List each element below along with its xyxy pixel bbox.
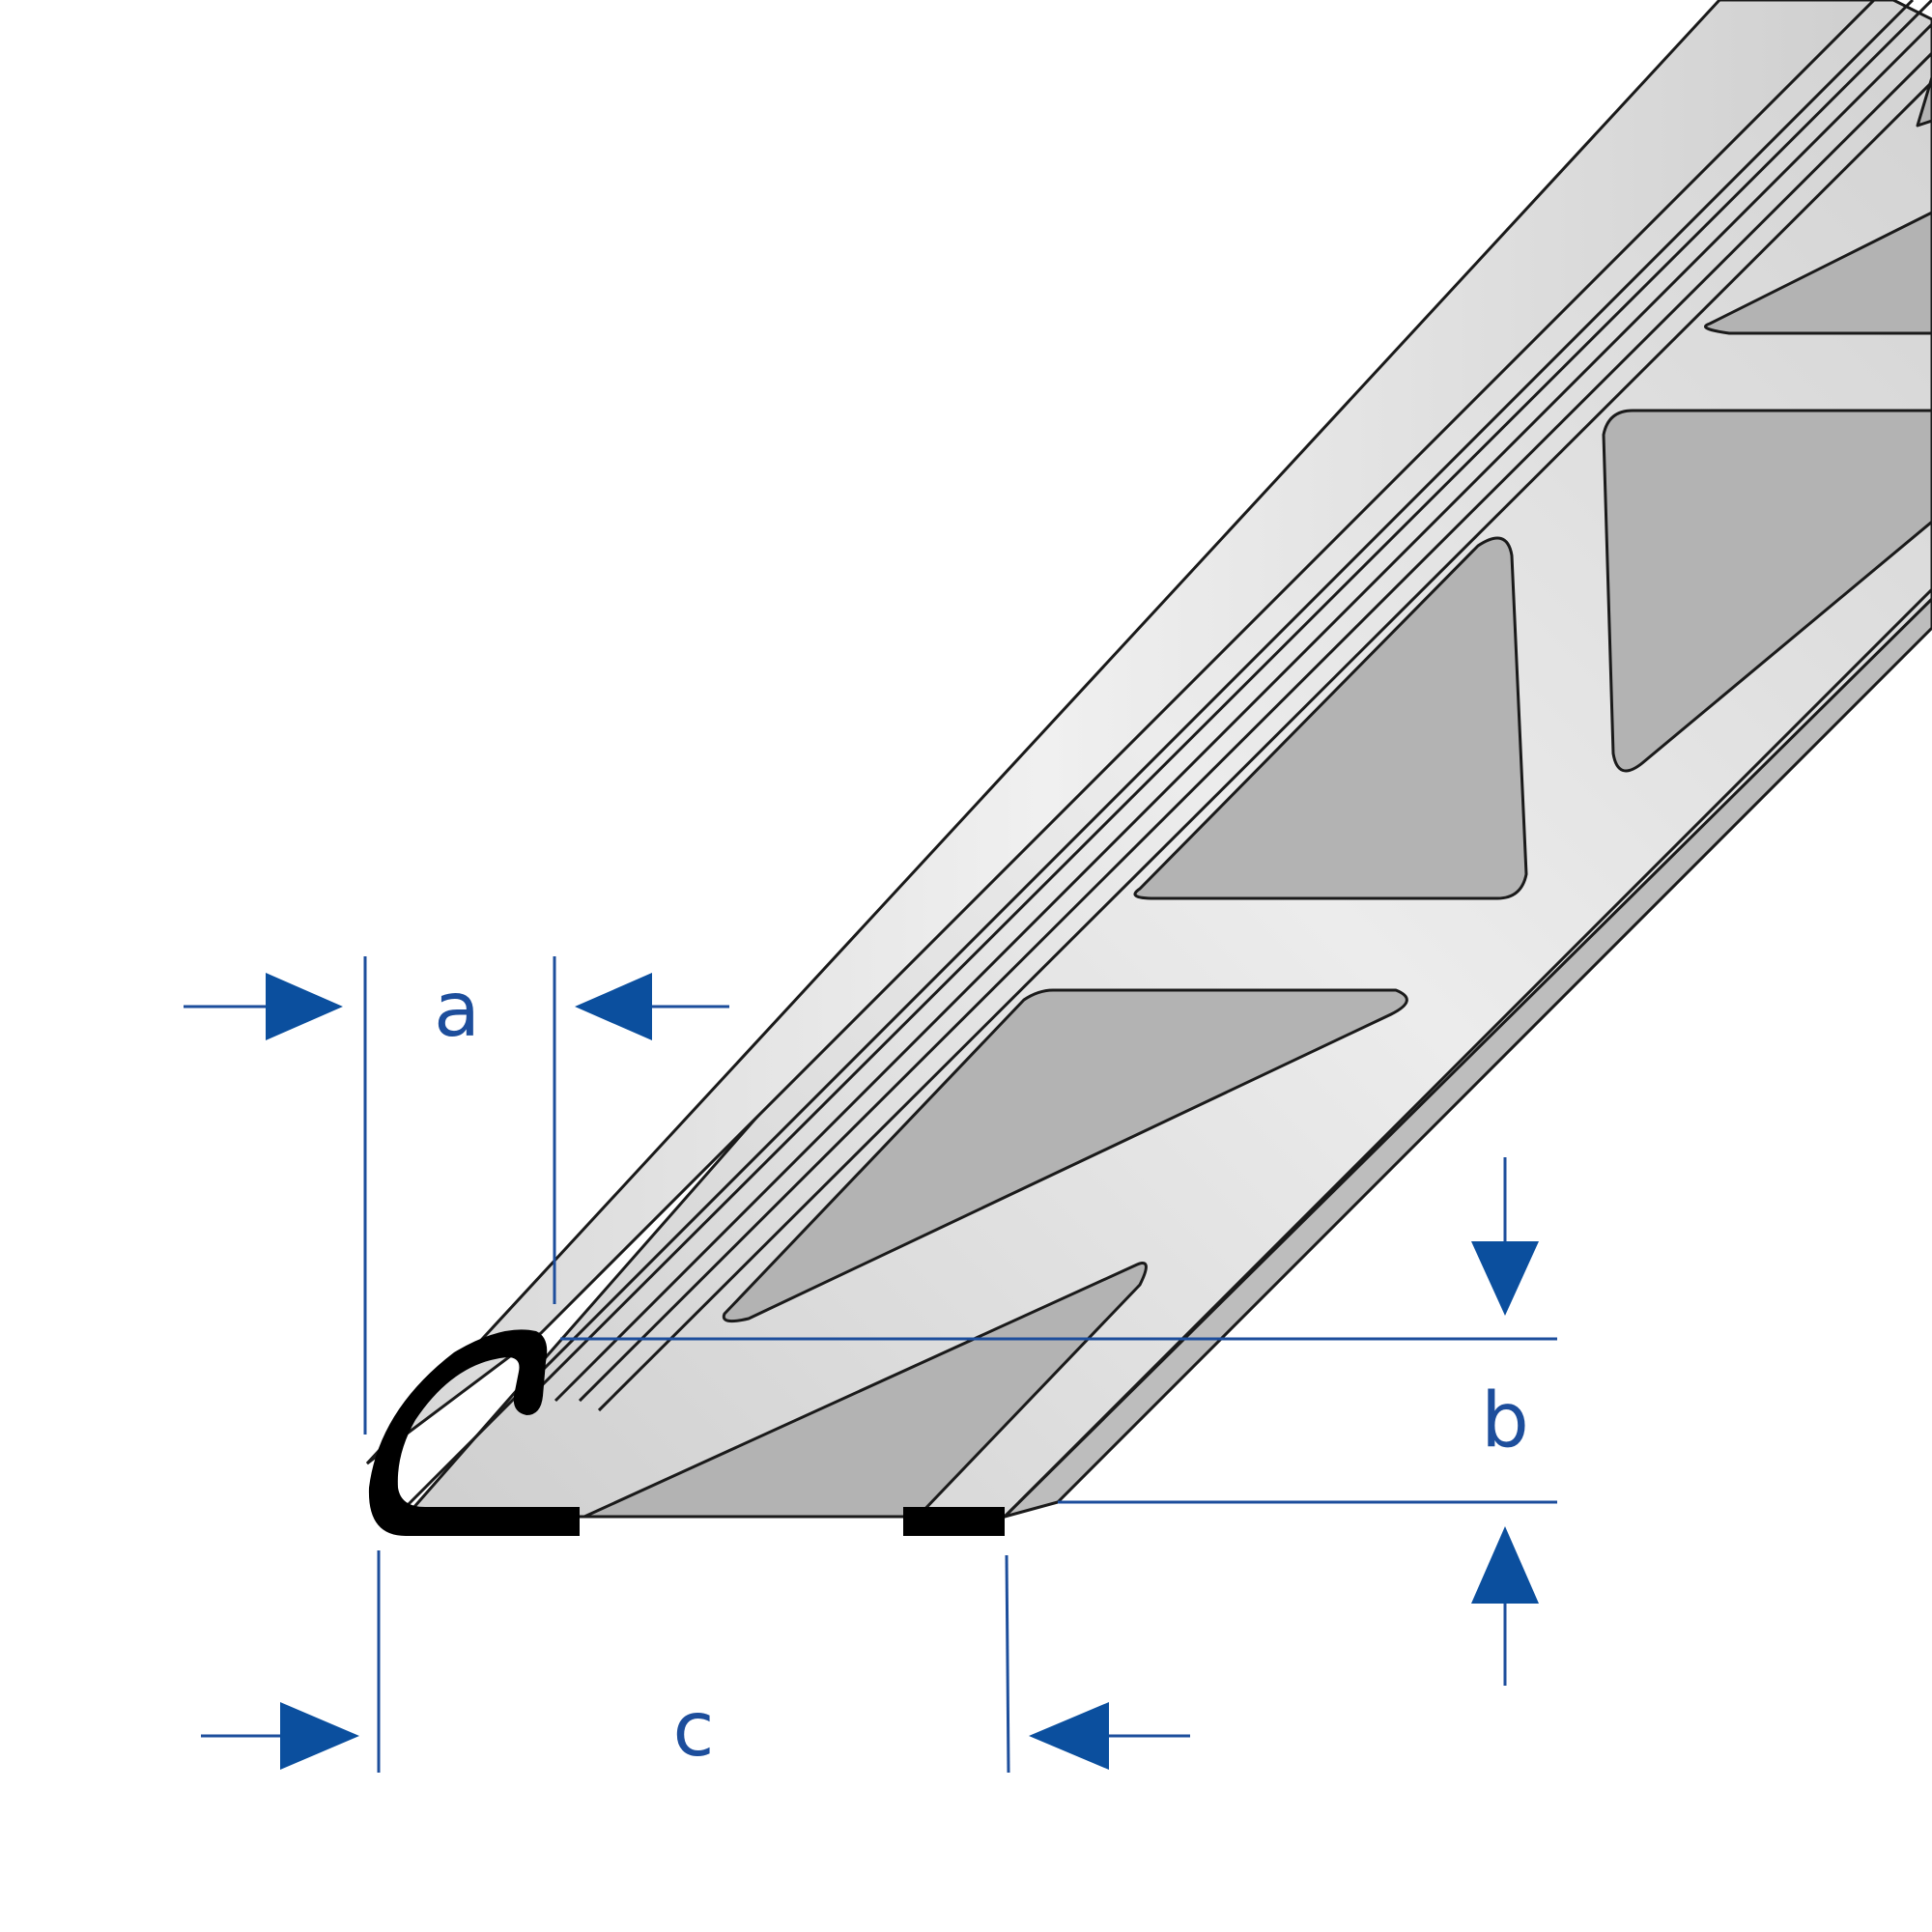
- perforation-5: [1704, 211, 1932, 335]
- dimension-c: c: [201, 1550, 1190, 1774]
- a-arrow-left: [266, 973, 343, 1040]
- perforation-2: [722, 988, 1408, 1323]
- c-arrow-left: [280, 1702, 359, 1770]
- perforation-1: [582, 1262, 1148, 1519]
- nose-top-surface: [365, 0, 1877, 1465]
- c-extension-right: [1005, 1554, 1010, 1774]
- profile-body: [365, 0, 1932, 1536]
- perforation-6: [1916, 75, 1932, 128]
- flange-edge: [999, 596, 1932, 1520]
- section-nose: [368, 1329, 580, 1536]
- section-flange-tip: [903, 1507, 1005, 1536]
- dimension-a-label: a: [434, 967, 480, 1054]
- c-arrow-right: [1029, 1702, 1109, 1770]
- b-arrow-bottom: [1471, 1526, 1539, 1604]
- dimension-a: a: [184, 956, 729, 1435]
- dimension-b: b: [560, 1157, 1557, 1686]
- perforation-4: [1602, 409, 1932, 773]
- dimension-c-label: c: [673, 1687, 715, 1774]
- b-arrow-top: [1471, 1241, 1539, 1316]
- a-arrow-right: [575, 973, 652, 1040]
- cross-section: [368, 1329, 1005, 1536]
- perforation-3: [1133, 536, 1528, 900]
- dimension-b-label: b: [1481, 1378, 1529, 1464]
- perforations: [582, 75, 1932, 1519]
